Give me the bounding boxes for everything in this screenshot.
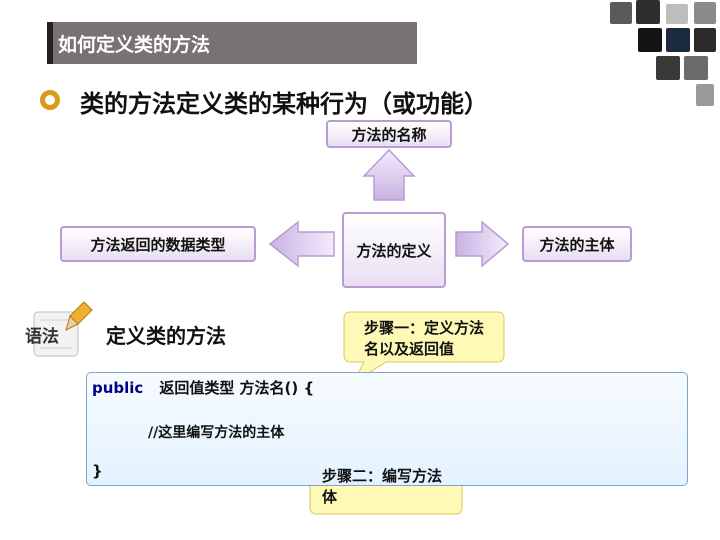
code-line-signature: public 返回值类型 方法名() {: [92, 377, 314, 398]
left-arrow: [268, 220, 335, 268]
return-type-box: 方法返回的数据类型: [60, 226, 256, 262]
up-arrow: [362, 148, 416, 201]
method-name-box: 方法的名称: [326, 120, 452, 148]
code-keyword: public: [92, 379, 144, 397]
code-signature-rest: 返回值类型 方法名() {: [159, 379, 315, 397]
slide-title: 如何定义类的方法: [58, 34, 211, 56]
code-line-comment: //这里编写方法的主体: [148, 425, 285, 441]
main-heading: 类的方法定义类的某种行为（或功能）: [80, 90, 488, 118]
callout-step2: 步骤二：编写方法体: [322, 467, 443, 506]
bullet-icon: [40, 90, 60, 110]
method-definition-box: 方法的定义: [342, 212, 446, 288]
code-line-close: }: [92, 462, 103, 480]
right-arrow: [455, 220, 510, 268]
syntax-label: 语法: [25, 327, 59, 347]
callout-step1: 步骤一：定义方法名以及返回值: [364, 319, 485, 358]
code-panel: [86, 372, 688, 486]
title-bar: [47, 22, 417, 64]
notepad-icon: [33, 301, 93, 357]
decorative-tiles: [596, 0, 720, 112]
subheading: 定义类的方法: [106, 324, 226, 348]
method-body-box: 方法的主体: [522, 226, 632, 262]
